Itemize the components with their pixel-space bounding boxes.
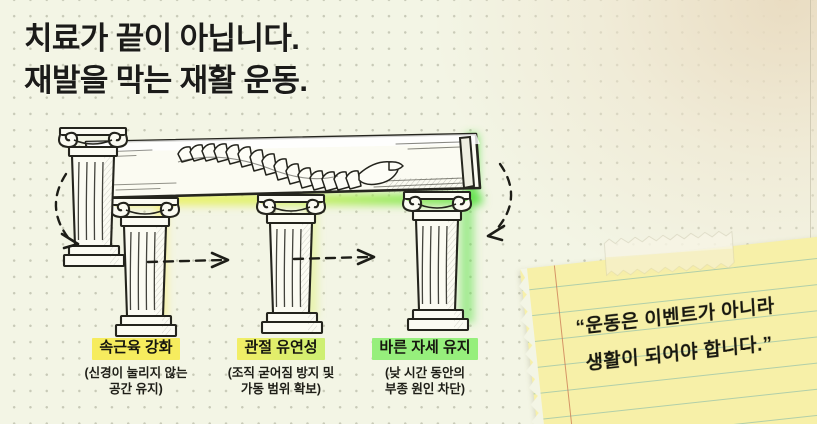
curved-arrow-left [54, 172, 80, 250]
pillar-caption-2: 관절 유연성 (조직 굳어짐 방지 및 가동 범위 확보) [193, 338, 369, 398]
sticky-note: “운동은 이벤트가 아니라 생활이 되어야 합니다.” [518, 230, 817, 424]
pillar-title-1: 속근육 강화 [92, 338, 180, 360]
straight-arrow-1 [146, 251, 230, 269]
straight-arrow-2 [292, 248, 376, 266]
curved-arrow-right [486, 162, 513, 242]
page-title: 치료가 끝이 아닙니다. 재발을 막는 재활 운동. [24, 18, 308, 103]
arrow-group [54, 162, 513, 269]
washi-tape [602, 228, 737, 279]
pillar-detail-3: (낮 시간 동안의 부종 원인 차단) [384, 365, 466, 397]
temple-illustration [54, 126, 526, 343]
headline-line-1: 치료가 끝이 아닙니다. [24, 21, 300, 56]
pillar-detail-1: (신경이 눌리지 않는 공간 유지) [84, 365, 188, 397]
spine-illustration [177, 143, 404, 192]
pillar-detail-2: (조직 굳어짐 방지 및 가동 범위 확보) [227, 365, 335, 397]
pillar-title-2: 관절 유연성 [237, 338, 325, 360]
pillar-caption-3: 바른 자세 유지 (낮 시간 동안의 부종 원인 차단) [337, 338, 513, 398]
right-edge-line [810, 0, 811, 424]
headline-line-2: 재발을 막는 재활 운동. [24, 63, 308, 99]
note-torn-edge [511, 268, 549, 424]
pillar-caption-1: 속근육 강화 (신경이 눌리지 않는 공간 유지) [48, 338, 224, 398]
pillar-title-3: 바른 자세 유지 [372, 338, 478, 360]
